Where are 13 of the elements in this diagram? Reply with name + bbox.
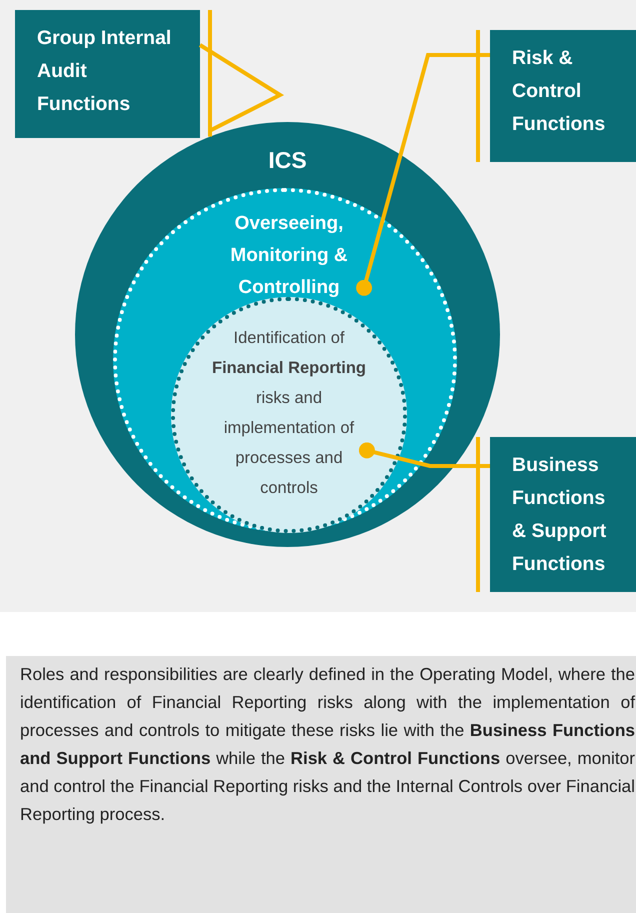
callout-box [490,30,636,162]
box-label: Business Functions & Support Functions [512,453,608,577]
box-label: Group Internal Audit Functions [37,26,172,117]
caption-text: Roles and responsibilities are clearly defined in the Operating Model, where the identification of Financial Reporting risks along with the implementation of processes and controls to mitigate these risks lie with the Business Functions and Support Functions while the Risk & Control Functions oversee, monitor and control the Financial Reporting risks and the Internal Controls over Financial Reporting process. [20,663,635,826]
circle-label: ICS [267,146,308,175]
leader-line [358,442,490,468]
leader-line [356,53,490,296]
circle-label: Overseeing, Monitoring & Controlling [229,212,349,300]
circle-label: Identification of Financial Reporting risks and implementation of processes and controls [210,328,367,499]
box-label: Risk & Control Functions [512,46,606,137]
callout-box [15,10,200,138]
callout-box [490,437,636,592]
leader-line [198,43,284,137]
